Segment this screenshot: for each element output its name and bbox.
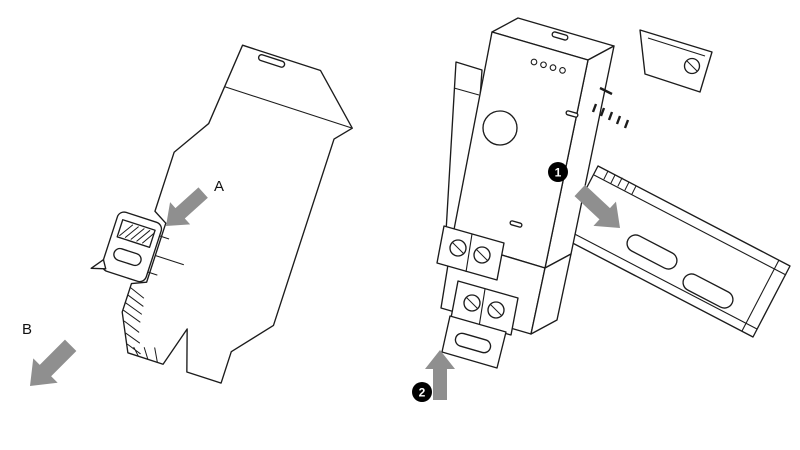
step-2-arrow-icon — [425, 350, 455, 400]
label-a: A — [214, 178, 224, 195]
front-round-opening — [482, 110, 518, 146]
terminal-divider — [478, 288, 486, 328]
rail-slot-2 — [682, 273, 734, 309]
led-icon — [559, 67, 566, 74]
press-arrow-a-icon — [166, 187, 208, 226]
figure-removal: A B — [22, 44, 353, 386]
rail-bottom-lip — [564, 228, 758, 330]
terminal-outline — [436, 225, 505, 281]
side-upper-slot — [599, 86, 613, 96]
screw-slot — [452, 242, 464, 254]
din-latch — [90, 211, 170, 283]
module-body-outline — [121, 44, 353, 384]
step-1-badge: 1 — [548, 162, 568, 182]
led-indicators — [530, 58, 566, 74]
module-side-view — [90, 44, 353, 384]
label-b: B — [22, 321, 32, 338]
front-small-slot — [565, 110, 579, 118]
terminal-block-upper — [436, 225, 505, 281]
figure-mounting: 1 2 — [412, 17, 791, 402]
rail-body — [560, 165, 791, 338]
tab-fold-line — [647, 37, 706, 57]
module-isometric — [436, 17, 630, 369]
step-1-badge-circle — [548, 162, 568, 182]
rail-edge-hatching — [603, 170, 637, 195]
terminal-divider — [465, 233, 473, 273]
screw-slot — [490, 304, 502, 316]
screw-slot — [476, 249, 488, 261]
led-icon — [540, 61, 547, 69]
module-seam-line — [224, 86, 352, 129]
latch-mount-lines — [147, 235, 170, 276]
top-latch-slot — [257, 54, 286, 68]
rail-mount-tab — [639, 29, 713, 93]
latch-spring-hatching — [119, 224, 155, 244]
screw-slot — [466, 297, 478, 309]
step-2-number: 2 — [419, 386, 426, 400]
step-1-arrow-icon — [574, 184, 620, 228]
pull-arrow-b-icon — [30, 339, 77, 386]
led-icon — [549, 64, 557, 71]
din-latch-front — [441, 315, 507, 369]
step-2-badge-circle — [412, 382, 432, 402]
rail-left-fold-line — [453, 87, 480, 96]
top-face-slot — [551, 31, 569, 41]
led-icon — [530, 58, 538, 66]
rail-slot-1 — [626, 234, 678, 270]
step-2-badge: 2 — [412, 382, 432, 402]
module-side-lower — [530, 253, 572, 335]
tab-outline — [639, 29, 713, 93]
rail-end-fold-line — [741, 259, 780, 332]
terminal-hatching — [123, 286, 158, 363]
side-vent-slots — [591, 103, 630, 129]
din-rail — [445, 29, 791, 338]
step-1-number: 1 — [555, 166, 562, 180]
rail-top-lip — [593, 174, 787, 276]
latch-slot — [113, 247, 142, 267]
latch-tip — [90, 259, 107, 270]
tab-screw-slot — [686, 60, 698, 72]
front-mid-slot — [509, 220, 523, 228]
module-lower-seam — [155, 254, 184, 266]
latch-slot — [454, 332, 492, 354]
